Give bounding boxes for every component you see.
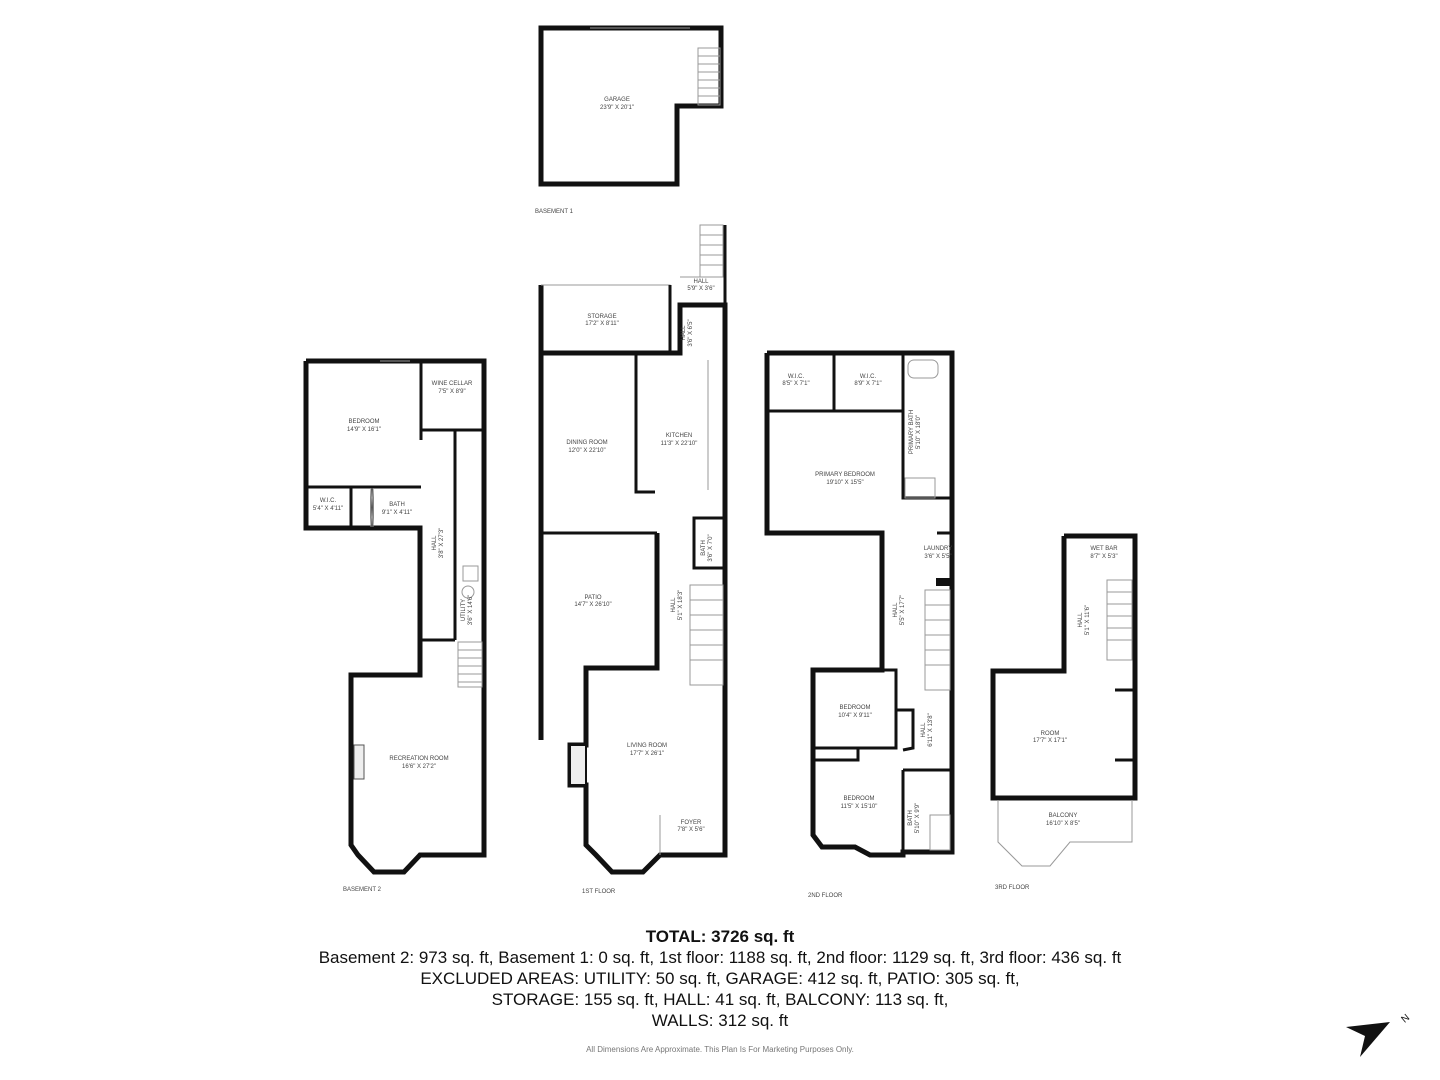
third-floor-plan: WET BAR 8'7" X 5'3" HALL 5'1" X 11'6" RO… <box>990 533 1138 891</box>
floor-label: 2ND FLOOR <box>808 893 843 899</box>
room-dims: 7'5" X 8'9" <box>438 389 465 395</box>
second-floor-plan: W.I.C. 8'5" X 7'1" W.I.C. 8'9" X 7'1" PR… <box>764 350 955 899</box>
room-dims: 5'9" X 3'6" <box>687 286 714 292</box>
room-name: WINE CELLAR <box>432 381 473 387</box>
room-dims: 7'8" X 5'6" <box>677 827 704 833</box>
room-name: HALL <box>671 597 677 613</box>
first-floor-plan: HALL 5'9" X 3'6" STORAGE 17'2" X 8'11" H… <box>538 224 728 895</box>
room-dims: 11'3" X 22'10" <box>661 441 698 447</box>
room-name: HALL <box>681 325 687 341</box>
room-name: STORAGE <box>587 314 616 320</box>
room-dims: 5'5" X 17'7" <box>900 595 906 626</box>
excluded-areas-2: STORAGE: 155 sq. ft, HALL: 41 sq. ft, BA… <box>491 990 949 1009</box>
room-name: HALL <box>1078 612 1084 628</box>
room-dims: 19'10" X 15'5" <box>826 480 863 486</box>
room-dims: 5'1" X 18'3" <box>678 590 684 621</box>
room-name: BEDROOM <box>839 705 870 711</box>
room-dims: 6'11" X 13'8" <box>928 713 934 746</box>
room-dims: 14'9" X 16'1" <box>347 427 381 433</box>
room-name: LAUNDRY <box>924 546 953 552</box>
basement2-plan: BEDROOM 14'9" X 16'1" WINE CELLAR 7'5" X… <box>303 358 487 893</box>
garage-plan: GARAGE 23'9" X 20'1" BASEMENT 1 <box>535 25 724 215</box>
total-area: TOTAL: 3726 sq. ft <box>645 927 795 946</box>
excluded-areas-1: EXCLUDED AREAS: UTILITY: 50 sq. ft, GARA… <box>420 969 1020 988</box>
room-name: UTILITY <box>461 599 467 621</box>
room-name: BEDROOM <box>843 796 874 802</box>
room-dims: 17'7" X 17'1" <box>1033 738 1067 744</box>
room-name: HALL <box>893 602 899 618</box>
room-dims: 14'7" X 26'10" <box>574 602 611 608</box>
room-dims: 3'6" X 5'5" <box>924 554 951 560</box>
walls-area: WALLS: 312 sq. ft <box>651 1011 789 1030</box>
room-dims: 3'6" X 6'5" <box>688 319 694 346</box>
room-name: BEDROOM <box>348 419 379 425</box>
room-dims: 23'9" X 20'1" <box>600 105 634 111</box>
room-name: ROOM <box>1041 731 1060 737</box>
room-name: RECREATION ROOM <box>389 756 448 762</box>
room-name: PRIMARY BATH <box>909 410 915 454</box>
room-dims: 11'5" X 15'10" <box>841 804 878 810</box>
room-name: BATH <box>908 810 914 826</box>
room-name: DINING ROOM <box>566 440 607 446</box>
room-name: BATH <box>701 540 707 556</box>
floor-label: BASEMENT 1 <box>535 209 574 215</box>
room-dims: 10'4" X 9'11" <box>838 713 871 719</box>
room-dims: 5'1" X 11'6" <box>1085 605 1091 635</box>
area-summary: TOTAL: 3726 sq. ft Basement 2: 973 sq. f… <box>0 926 1440 1031</box>
disclaimer: All Dimensions Are Approximate. This Pla… <box>586 1045 854 1054</box>
room-name: PATIO <box>584 595 601 601</box>
room-dims: 8'5" X 7'1" <box>782 381 809 387</box>
room-name: KITCHEN <box>666 433 692 439</box>
room-dims: 3'8" X 27'3" <box>439 528 445 559</box>
room-dims: 17'7" X 26'1" <box>630 751 664 757</box>
room-dims: 3'6" X 14'6" <box>468 595 474 626</box>
room-name: BATH <box>389 502 405 508</box>
room-name: W.I.C. <box>320 498 337 504</box>
floor-label: BASEMENT 2 <box>343 887 382 893</box>
fireplace-icon <box>353 744 365 780</box>
room-name: GARAGE <box>604 97 630 103</box>
room-dims: 5'10" X 18'0" <box>916 415 922 449</box>
room-dims: 8'9" X 7'1" <box>854 381 881 387</box>
room-name: W.I.C. <box>860 374 877 380</box>
room-name: HALL <box>432 535 438 551</box>
room-dims: 5'10" X 9'9" <box>915 803 921 834</box>
floor-label: 3RD FLOOR <box>995 885 1030 891</box>
room-name: PRIMARY BEDROOM <box>815 472 875 478</box>
floor-areas: Basement 2: 973 sq. ft, Basement 1: 0 sq… <box>318 948 1122 967</box>
room-dims: 16'6" X 27'2" <box>402 764 436 770</box>
room-name: WET BAR <box>1090 546 1118 552</box>
floor-label: 1ST FLOOR <box>582 889 616 895</box>
fireplace-icon <box>569 744 587 786</box>
room-name: W.I.C. <box>788 374 805 380</box>
room-name: HALL <box>693 279 709 285</box>
room-dims: 16'10" X 8'5" <box>1046 821 1080 827</box>
room-dims: 8'7" X 5'3" <box>1090 554 1117 560</box>
room-dims: 3'6" X 7'0" <box>708 534 714 561</box>
room-name: LIVING ROOM <box>627 743 667 749</box>
room-name: HALL <box>921 722 927 738</box>
room-name: BALCONY <box>1049 813 1078 819</box>
room-dims: 5'4" X 4'11" <box>313 506 343 512</box>
room-dims: 9'1" X 4'11" <box>382 510 412 516</box>
room-dims: 17'2" X 8'11" <box>585 321 618 327</box>
room-dims: 12'0" X 22'10" <box>568 448 605 454</box>
room-name: FOYER <box>681 820 702 826</box>
